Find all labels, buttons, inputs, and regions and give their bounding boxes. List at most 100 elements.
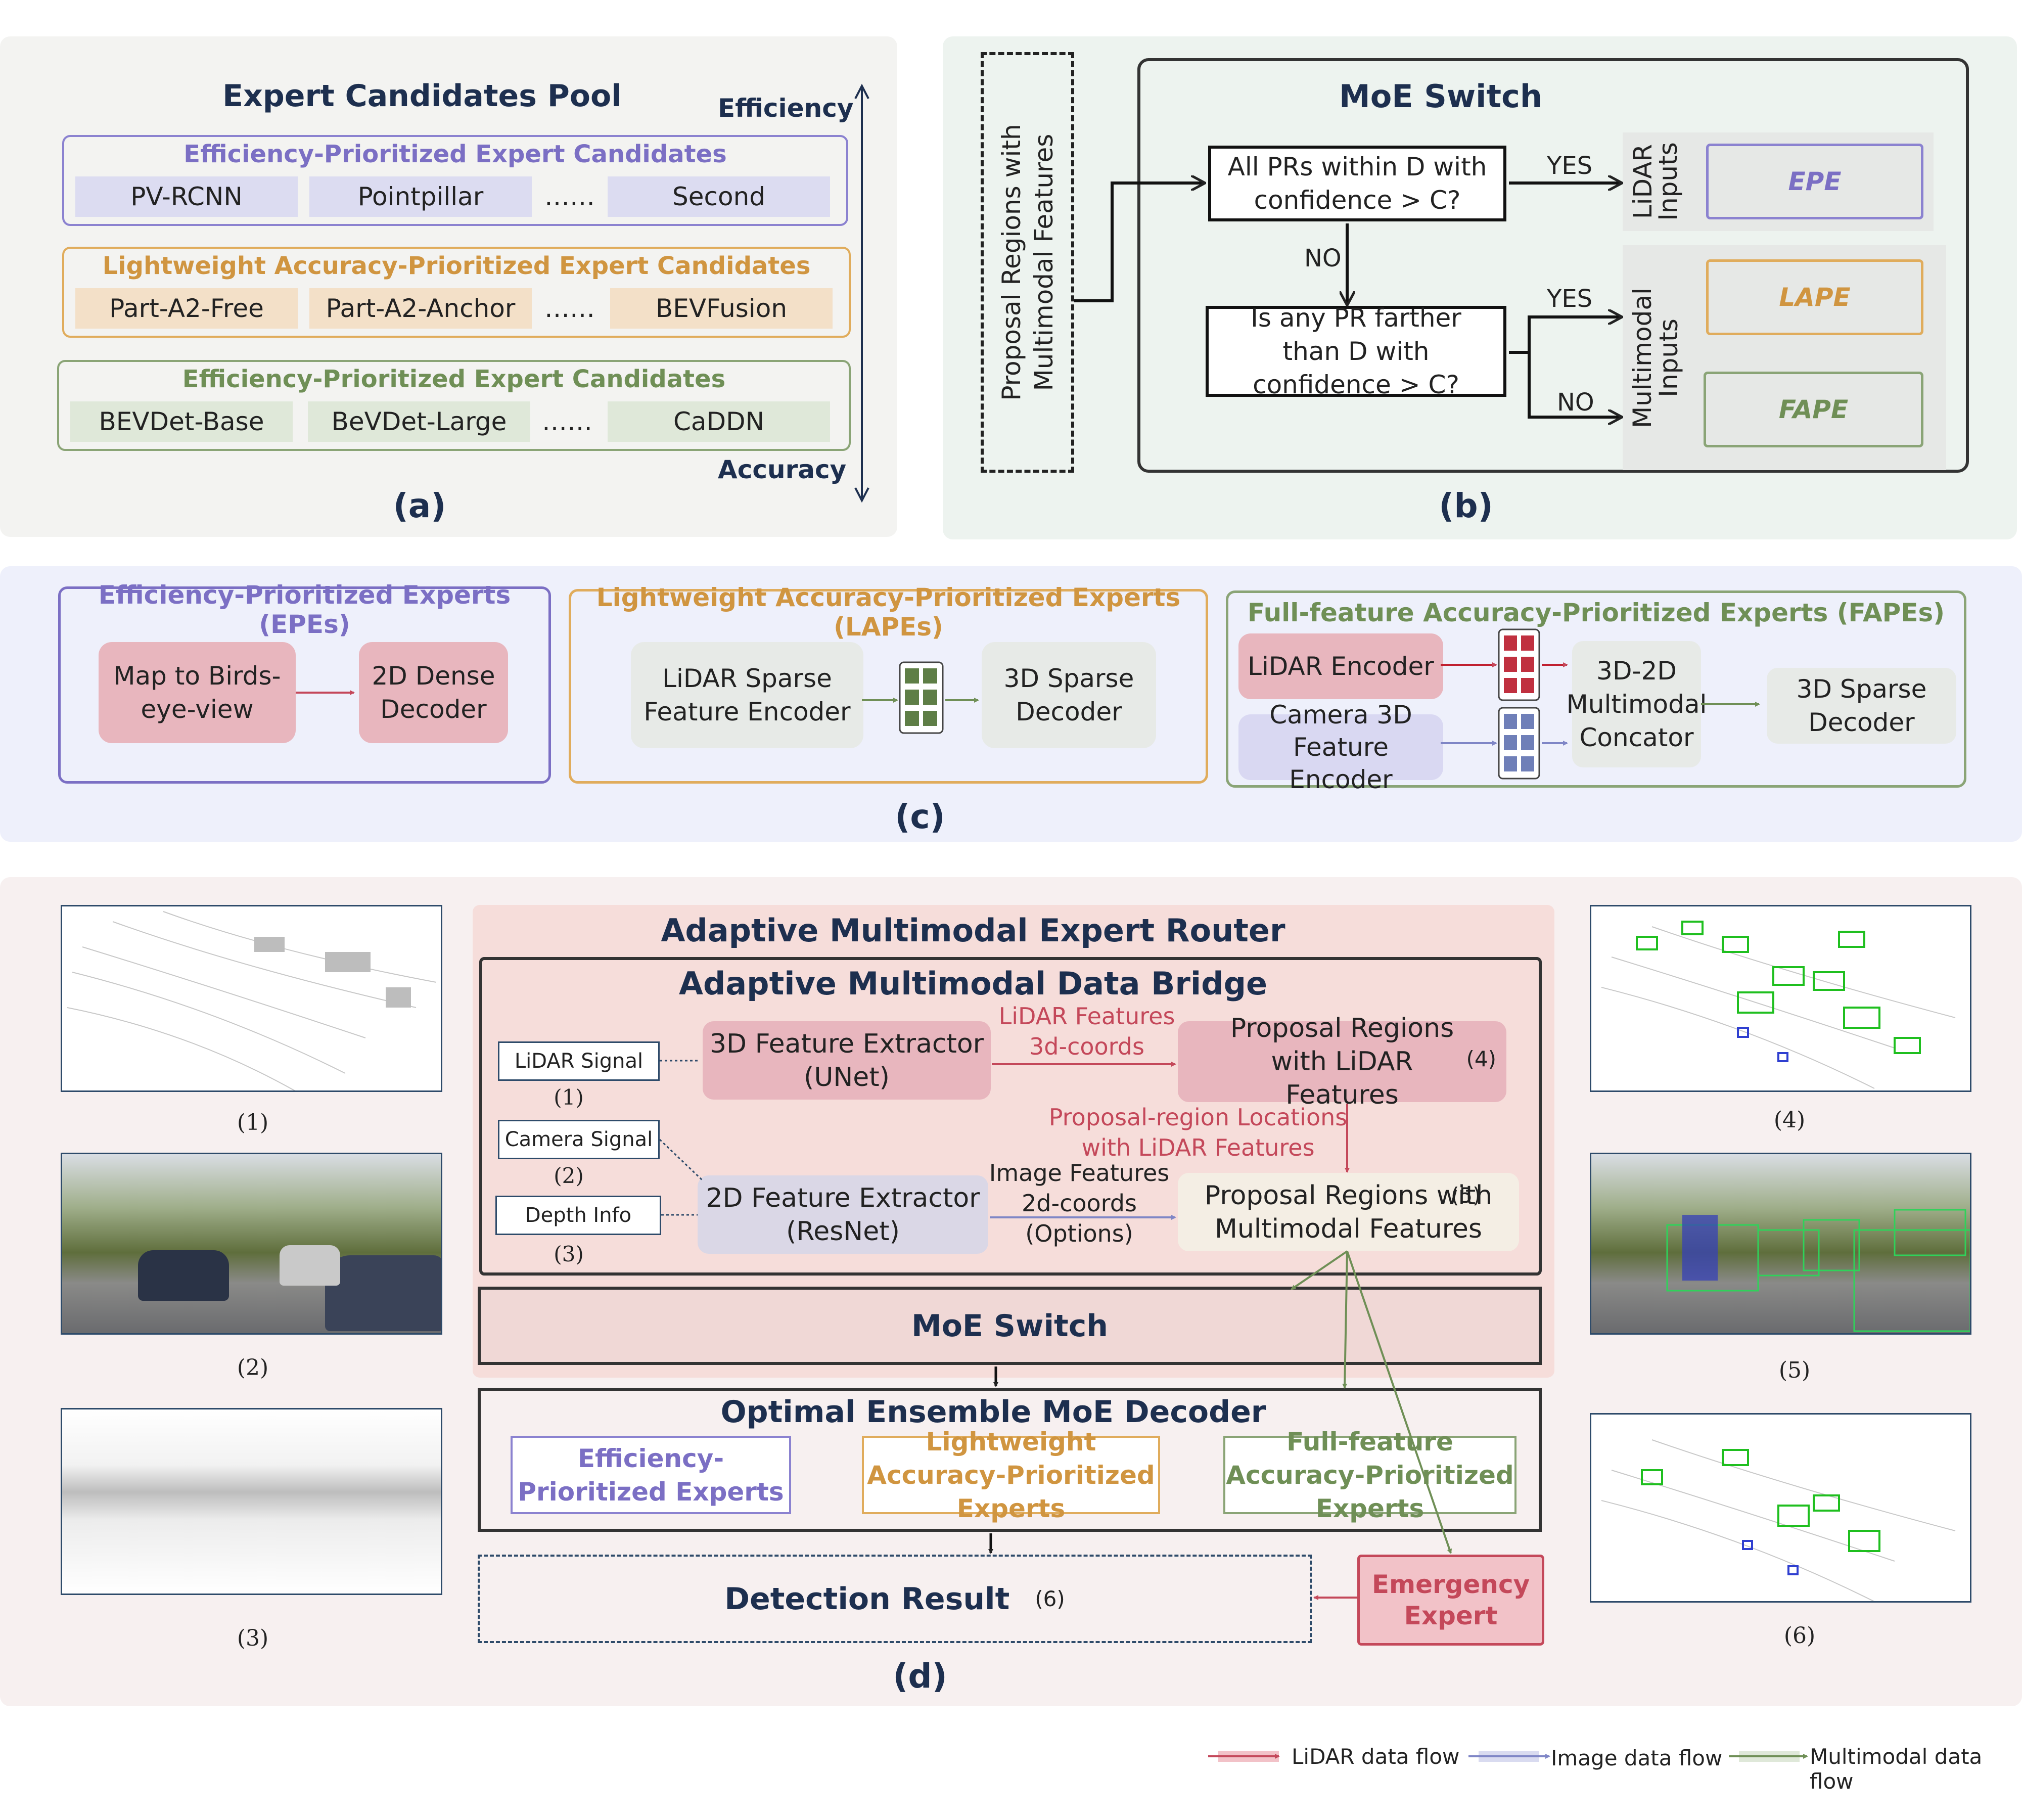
- multimodal-concator-box: 3D-2D Multimodal Concator: [1567, 641, 1707, 767]
- caption-c: (c): [895, 797, 945, 836]
- caption-d: (d): [893, 1656, 947, 1696]
- camera-encoder-box: Camera 3D Feature Encoder: [1238, 700, 1443, 794]
- lidar-point-cloud-image: [61, 905, 442, 1092]
- moe-switch-bar: MoE Switch: [478, 1287, 1542, 1365]
- camera-signal-num: (2): [554, 1163, 584, 1188]
- efficiency-label: Efficiency: [718, 94, 854, 123]
- lidar-features-label: LiDAR Features: [998, 1003, 1175, 1030]
- multimodal-inputs-area: Multimodal Inputs LAPE FAPE: [1623, 245, 1946, 470]
- bridge-title: Adaptive Multimodal Data Bridge: [678, 965, 1267, 1002]
- epes-title: Efficiency-Prioritized Experts (EPEs): [98, 580, 511, 639]
- map-to-bev-box: Map to Birds-eye-view: [99, 642, 296, 743]
- pr-multimodal-num: (5): [1451, 1183, 1481, 1208]
- legend-lidar-label: LiDAR data flow: [1292, 1744, 1460, 1769]
- lidar-scan-graphic: [67, 911, 437, 1090]
- image-caption-5: (5): [1778, 1357, 1811, 1383]
- camera-signal-box: Camera Signal: [498, 1120, 660, 1159]
- car-shape: [138, 1250, 229, 1301]
- candidate-pv-rcnn: PV-RCNN: [75, 176, 298, 217]
- legend-image-arrow: [1468, 1751, 1550, 1762]
- group-title: Efficiency-Prioritized Expert Candidates: [182, 365, 726, 393]
- ellipsis: ……: [542, 407, 592, 436]
- pr-lidar-box: Proposal Regions with LiDAR Features (4): [1178, 1013, 1506, 1110]
- fape-3d-sparse-decoder-box: 3D Sparse Decoder: [1767, 668, 1956, 744]
- caption-b: (b): [1439, 486, 1493, 525]
- question-1-box: All PRs within D with confidence > C?: [1208, 146, 1506, 221]
- 2d-dense-decoder-box: 2D Dense Decoder: [359, 642, 508, 743]
- coords-2d-label: 2d-coords: [1022, 1190, 1137, 1217]
- image-caption-6: (6): [1783, 1622, 1816, 1649]
- candidate-bevfusion: BEVFusion: [610, 288, 833, 329]
- camera-image: [61, 1153, 442, 1335]
- candidate-group-epe: Efficiency-Prioritized Expert Candidates…: [62, 135, 848, 226]
- data-bridge-frame: [479, 957, 1542, 1276]
- decoder-lape-box: Lightweight Accuracy-Prioritized Experts: [862, 1427, 1160, 1523]
- pr-multimodal-box: Proposal Regions with Multimodal Feature…: [1178, 1173, 1519, 1251]
- pr-lidar-num: (4): [1466, 1046, 1497, 1071]
- lapes-title: Lightweight Accuracy-Prioritized Experts…: [596, 583, 1181, 642]
- candidate-group-fape: Efficiency-Prioritized Expert Candidates…: [57, 360, 851, 451]
- epes-card: Efficiency-Prioritized Experts (EPEs) Ma…: [58, 580, 551, 784]
- yes-label-1: YES: [1547, 152, 1593, 180]
- lape-box: LAPE: [1706, 259, 1923, 335]
- group-title: Lightweight Accuracy-Prioritized Expert …: [102, 252, 811, 280]
- yes-label-2: YES: [1547, 285, 1593, 313]
- options-label: (Options): [1025, 1220, 1133, 1247]
- coords-3d-label: 3d-coords: [1029, 1033, 1144, 1060]
- panel-a-background: [0, 36, 897, 537]
- 3d-sparse-decoder-box: 3D Sparse Decoder: [982, 642, 1156, 748]
- candidate-group-lape: Lightweight Accuracy-Prioritized Expert …: [62, 247, 851, 338]
- lidar-encoder-box: LiDAR Encoder: [1238, 633, 1443, 699]
- epe-box: EPE: [1706, 144, 1923, 219]
- lapes-card: Lightweight Accuracy-Prioritized Experts…: [569, 583, 1208, 784]
- multimodal-detection-graphic: [1666, 1209, 1970, 1332]
- moe-switch-title: MoE Switch: [1339, 77, 1542, 115]
- pr-multimodal-label: Proposal Regions with Multimodal Feature…: [1204, 1180, 1493, 1244]
- lidar-inputs-label: LiDAR Inputs: [1628, 142, 1683, 221]
- car-shape: [325, 1255, 441, 1331]
- lidar-signal-num: (1): [554, 1084, 584, 1110]
- depth-info-num: (3): [554, 1241, 584, 1266]
- final-detection-image: [1590, 1413, 1971, 1603]
- pr-locations-label: Proposal-region Locations with LiDAR Fea…: [1048, 1104, 1348, 1161]
- proposal-regions-box: Proposal Regions with Multimodal Feature…: [981, 52, 1074, 473]
- lidar-signal-box: LiDAR Signal: [498, 1041, 660, 1081]
- lidar-detection-image: [1590, 905, 1971, 1092]
- image-features-label: Image Features: [989, 1159, 1170, 1187]
- 3d-feature-extractor-box: 3D Feature Extractor (UNet): [703, 1021, 991, 1100]
- image-caption-4: (4): [1773, 1107, 1806, 1133]
- image-caption-1: (1): [237, 1109, 269, 1135]
- moe-decoder-frame: [478, 1388, 1542, 1532]
- detection-result-box: Detection Result (6): [478, 1555, 1312, 1643]
- ellipsis: ……: [544, 182, 595, 211]
- fapes-title: Full-feature Accuracy-Prioritized Expert…: [1247, 598, 1945, 627]
- candidate-bevdet-base: BEVDet-Base: [70, 401, 293, 442]
- car-shape: [280, 1245, 340, 1286]
- detection-result-num: (6): [1035, 1586, 1065, 1611]
- router-title: Adaptive Multimodal Expert Router: [661, 912, 1285, 949]
- depth-image: [61, 1408, 442, 1595]
- candidate-part-a2-free: Part-A2-Free: [75, 288, 298, 329]
- legend-multimodal-label: Multimodal data flow: [1810, 1744, 1983, 1794]
- detection-result-label: Detection Result: [724, 1581, 1010, 1617]
- candidate-part-a2-anchor: Part-A2-Anchor: [309, 288, 532, 329]
- image-caption-2: (2): [237, 1354, 269, 1381]
- caption-a: (a): [393, 486, 446, 525]
- ellipsis: ……: [544, 294, 595, 323]
- decoder-fape-box: Full-feature Accuracy-Prioritized Expert…: [1223, 1427, 1516, 1523]
- panel-a-title: Expert Candidates Pool: [222, 78, 622, 114]
- multimodal-inputs-label: Multimodal Inputs: [1628, 288, 1683, 428]
- image-caption-3: (3): [237, 1625, 269, 1651]
- question-2-box: Is any PR farther than D with confidence…: [1206, 303, 1506, 399]
- legend-lidar-arrow: [1208, 1751, 1280, 1762]
- legend-multimodal-arrow: [1729, 1751, 1808, 1762]
- emergency-expert-box: Emergency Expert: [1357, 1555, 1544, 1646]
- depth-info-box: Depth Info: [495, 1196, 661, 1235]
- no-label-1: NO: [1304, 244, 1342, 272]
- pr-lidar-label: Proposal Regions with LiDAR Features: [1230, 1013, 1454, 1110]
- fapes-card: Full-feature Accuracy-Prioritized Expert…: [1226, 590, 1966, 794]
- 2d-feature-extractor-box: 2D Feature Extractor (ResNet): [698, 1175, 988, 1254]
- lidar-inputs-area: LiDAR Inputs EPE: [1623, 132, 1934, 231]
- fape-box: FAPE: [1704, 372, 1923, 447]
- multimodal-detection-image: [1590, 1153, 1971, 1335]
